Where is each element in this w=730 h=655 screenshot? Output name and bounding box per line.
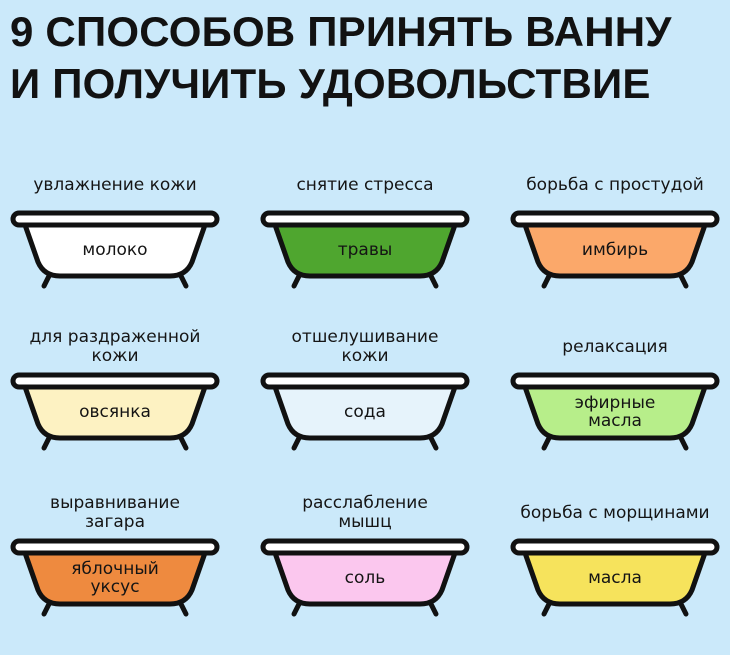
tub-rim — [10, 372, 220, 390]
bathtub-icon: имбирь — [510, 208, 720, 290]
bath-caption-line: борьба с простудой — [526, 175, 704, 195]
tub-rim — [10, 538, 220, 556]
tub-body — [21, 219, 209, 279]
bath-filling-line: масла — [588, 568, 642, 588]
bath-filling-label: имбирь — [540, 230, 690, 270]
bath-caption-line: для раздраженной — [29, 327, 201, 347]
bath-caption-line: борьба с морщинами — [520, 503, 710, 523]
bath-card: борьба с простудой имбирь — [500, 168, 730, 318]
tub-rim — [510, 210, 720, 228]
tub-body — [521, 547, 709, 607]
bath-caption-line: мышц — [338, 512, 392, 532]
bath-caption-line: отшелушивание — [291, 327, 439, 347]
bath-filling-label: молоко — [40, 230, 190, 270]
bathtub-icon: масла — [510, 536, 720, 618]
tub-body — [271, 547, 459, 607]
bath-filling-line: травы — [337, 240, 393, 260]
bath-filling-line: масла — [588, 411, 642, 431]
tub-rim — [10, 210, 220, 228]
bathtub-icon: овсянка — [10, 370, 220, 452]
bath-filling-label: масла — [540, 558, 690, 598]
tub-body — [21, 547, 209, 607]
bath-card: снятие стресса травы — [250, 168, 480, 318]
bath-caption: релаксация — [500, 338, 730, 357]
bath-card: борьба с морщинами масла — [500, 496, 730, 646]
bath-filling-line: уксус — [90, 577, 140, 597]
bath-card: увлажнение кожи молоко — [0, 168, 230, 318]
bathtub-icon: соль — [260, 536, 470, 618]
bath-filling-line: яблочный — [71, 559, 159, 579]
bath-caption-line: снятие стресса — [296, 175, 434, 195]
bath-filling-line: эфирные — [574, 393, 656, 413]
tub-rim — [260, 372, 470, 390]
bath-caption-line: загара — [84, 512, 145, 532]
bath-filling-label: травы — [290, 230, 440, 270]
bath-filling-label: соль — [290, 558, 440, 598]
bath-filling-label: сода — [290, 392, 440, 432]
tub-body — [21, 381, 209, 441]
bath-caption-line: расслабление — [302, 493, 428, 513]
page-title: 9 СПОСОБОВ ПРИНЯТЬ ВАННУ И ПОЛУЧИТЬ УДОВ… — [10, 6, 725, 110]
bath-caption-line: релаксация — [562, 337, 668, 357]
bathtub-icon: молоко — [10, 208, 220, 290]
tub-rim — [260, 538, 470, 556]
bath-caption: борьба с простудой — [500, 176, 730, 195]
tub-rim — [510, 372, 720, 390]
bath-caption: снятие стресса — [250, 176, 480, 195]
bath-caption-line: кожи — [91, 346, 139, 366]
bath-caption: увлажнение кожи — [0, 176, 230, 195]
bath-caption-line: кожи — [341, 346, 389, 366]
tub-body — [521, 381, 709, 441]
tub-body — [521, 219, 709, 279]
bath-filling-line: имбирь — [581, 240, 649, 260]
bathtub-icon: травы — [260, 208, 470, 290]
bath-filling-line: соль — [344, 568, 386, 588]
bath-filling-line: сода — [344, 402, 386, 422]
bathtub-icon: сода — [260, 370, 470, 452]
tub-rim — [510, 538, 720, 556]
bath-filling-line: овсянка — [79, 402, 151, 422]
bath-caption-line: увлажнение кожи — [33, 175, 197, 195]
tub-rim — [260, 210, 470, 228]
bath-caption-line: выравнивание — [50, 493, 180, 513]
bath-caption: борьба с морщинами — [500, 504, 730, 523]
bath-filling-label: овсянка — [40, 392, 190, 432]
title-line-1: 9 СПОСОБОВ ПРИНЯТЬ ВАННУ — [10, 8, 672, 55]
title-line-2: И ПОЛУЧИТЬ УДОВОЛЬСТВИЕ — [10, 60, 651, 107]
bath-filling-line: молоко — [82, 240, 148, 260]
tub-body — [271, 219, 459, 279]
tub-body — [271, 381, 459, 441]
